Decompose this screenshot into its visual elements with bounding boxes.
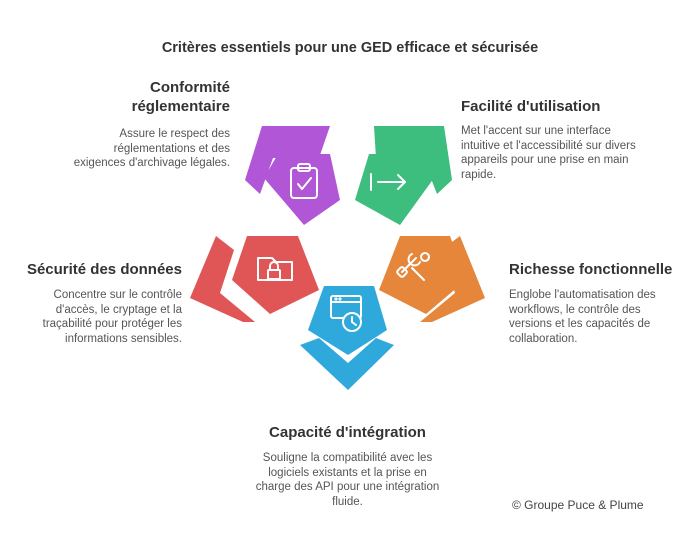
outer-chevron-conformite xyxy=(245,126,330,194)
tools-icon xyxy=(396,252,430,281)
segment-facilite xyxy=(355,126,452,225)
outer-chevron-integration xyxy=(300,338,394,390)
segment-integration xyxy=(300,286,394,390)
clipboard-check-icon xyxy=(290,163,318,199)
segment-conformite xyxy=(245,126,340,225)
description-richesse: Englobe l'automatisation des workflows, … xyxy=(509,289,656,345)
segment-securite xyxy=(190,236,319,322)
outer-chevron-securite xyxy=(190,236,255,322)
window-clock-icon xyxy=(330,295,362,332)
diagram-title: Critères essentiels pour une GED efficac… xyxy=(161,40,539,56)
arrow-right-to-line-icon xyxy=(370,173,406,191)
heading-integration: Capacité d'intégration xyxy=(269,424,426,441)
heading-conformite: Conformité réglementaire xyxy=(131,79,230,115)
pentagon-securite xyxy=(232,236,319,314)
description-conformite: Assure le respect des réglementations et… xyxy=(73,128,230,169)
pentagon-facilite xyxy=(355,154,434,225)
description-integration: Souligne la compatibilité avec les logic… xyxy=(255,452,440,508)
description-facilite: Met l'accent sur une interface intuitive… xyxy=(461,125,636,181)
heading-securite: Sécurité des données xyxy=(26,261,182,278)
heading-richesse: Richesse fonctionnelle xyxy=(509,261,673,278)
copyright-notice: © Groupe Puce & Plume xyxy=(512,498,644,512)
segment-richesse xyxy=(379,236,485,322)
heading-facilite: Facilité d'utilisation xyxy=(461,98,601,115)
pentagon-richesse xyxy=(379,236,466,314)
description-securite: Concentre sur le contrôle d'accès, le cr… xyxy=(42,289,182,345)
folder-lock-icon xyxy=(257,257,293,281)
